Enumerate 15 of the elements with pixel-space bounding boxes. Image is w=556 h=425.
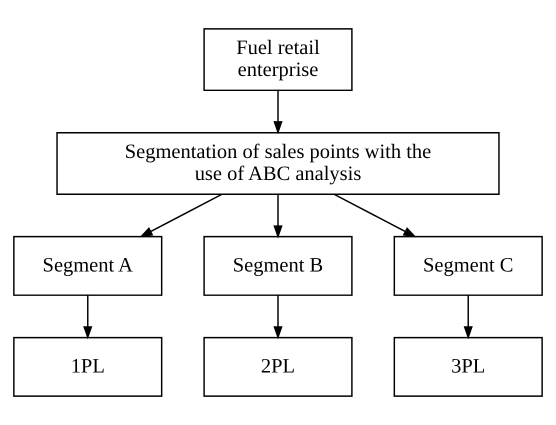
node-box: Segment B <box>203 236 353 296</box>
arrow <box>273 194 283 239</box>
arrow <box>83 295 92 340</box>
arrow <box>273 90 283 134</box>
node-box: 2PL <box>203 336 353 397</box>
node-box: Segmentation of sales points with the use of ABC analysis <box>56 132 500 195</box>
arrow <box>334 194 416 238</box>
node-box: 3PL <box>394 336 543 397</box>
arrow <box>273 295 283 340</box>
node-box: Segment C <box>394 236 543 296</box>
arrow <box>140 194 222 238</box>
node-box: Fuel retail enterprise <box>203 28 353 92</box>
node-box: Segment A <box>13 236 162 296</box>
node-box: 1PL <box>13 336 162 397</box>
arrow <box>464 295 473 340</box>
